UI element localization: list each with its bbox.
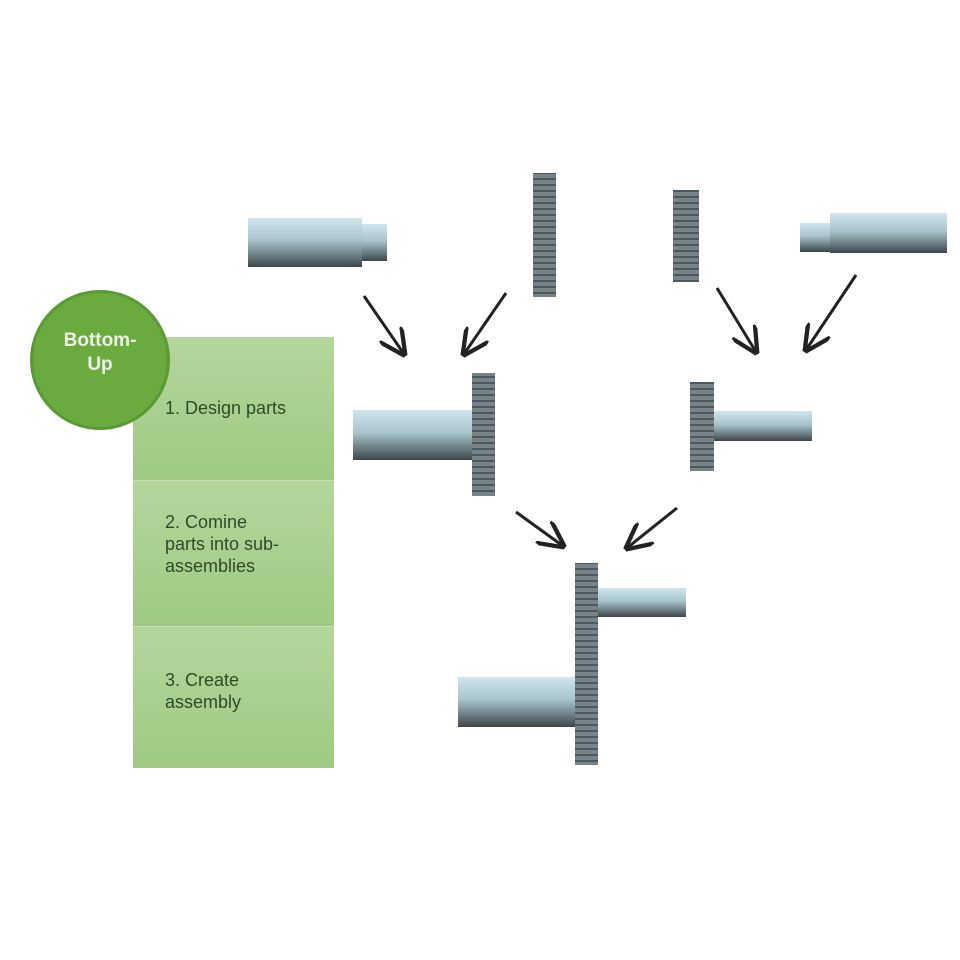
arrow-icon xyxy=(627,506,678,548)
part-shaft-left xyxy=(248,218,387,267)
badge-text: Up xyxy=(87,354,113,375)
badge-text: Bottom- xyxy=(63,330,137,351)
arrow-icon xyxy=(715,287,756,352)
part-gear-small xyxy=(673,190,699,282)
step-label: parts into sub- xyxy=(165,534,280,554)
arrow-icon xyxy=(515,510,563,546)
final-assembly xyxy=(458,563,686,765)
step-label: 1. Design parts xyxy=(165,398,287,418)
step-label: 2. Comine xyxy=(165,512,248,532)
step-label: 3. Create xyxy=(165,670,240,690)
step-combine-parts: 2. Comine parts into sub- assemblies xyxy=(133,481,334,627)
arrow-icon xyxy=(806,274,858,350)
subassembly-left xyxy=(353,373,495,496)
subassembly-right xyxy=(690,382,812,471)
part-gear-large xyxy=(533,173,556,297)
steps-panel: 1. Design parts 2. Comine parts into sub… xyxy=(133,337,334,768)
bottom-up-badge: Bottom- Up xyxy=(30,290,170,430)
part-shaft-right xyxy=(800,213,947,253)
step-label: assembly xyxy=(165,692,242,712)
step-create-assembly: 3. Create assembly xyxy=(133,627,334,768)
arrow-icon xyxy=(464,292,508,354)
step-label: assemblies xyxy=(165,556,256,576)
arrow-icon xyxy=(362,295,404,354)
